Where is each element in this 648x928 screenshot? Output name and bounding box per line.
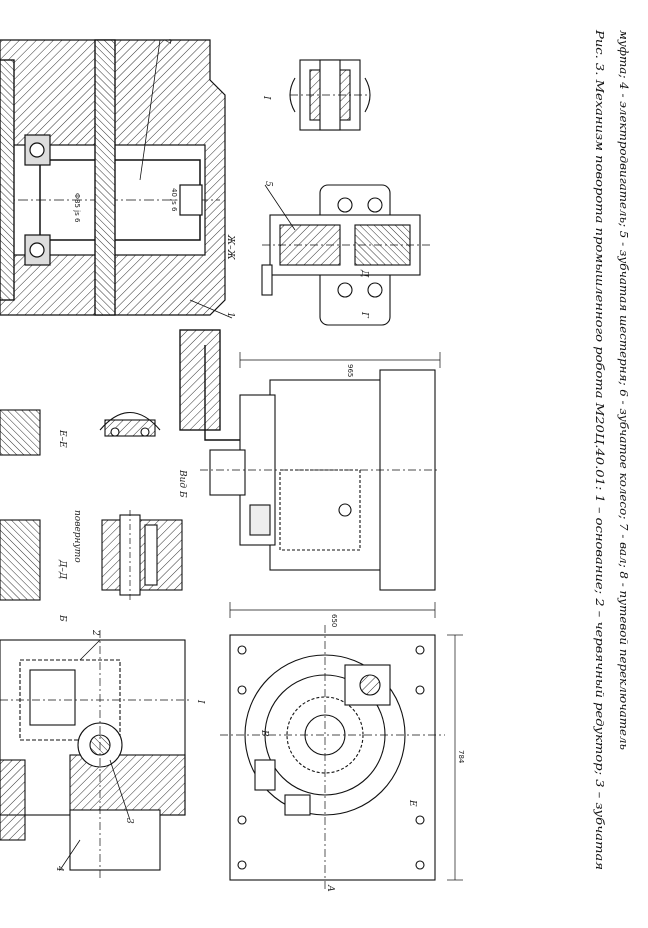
label-part1: 1 — [225, 312, 235, 318]
label-part5: 5 — [263, 181, 273, 187]
label-section-dd: Д–Д — [57, 559, 67, 580]
caption-line-2: муфта; 4 - электродвигатель; 5 - зубчата… — [617, 30, 630, 750]
label-section-ee: Е–Е — [57, 429, 67, 448]
motor-reducer-view — [0, 630, 190, 880]
dim-650: 650 — [330, 614, 338, 627]
label-a-mark: А — [325, 884, 335, 892]
label-node-I-top: I — [261, 95, 271, 100]
view-b — [200, 352, 441, 591]
dim-965: 965 — [346, 364, 354, 377]
label-arrow-b: Б — [57, 614, 67, 622]
label-view-b: Вид Б — [177, 469, 187, 498]
label-part3: 3 — [124, 818, 134, 824]
caption-line-1: Рис. 3. Механизм поворота промышленного … — [593, 29, 606, 870]
labels: 7 1 2 3 4 5 I I Вид Б Б Е–Е Д–Д повернут… — [54, 38, 465, 892]
leader-lines — [59, 39, 296, 871]
label-rotated: повернуто — [72, 510, 82, 563]
section-dd — [0, 409, 183, 601]
label-node-I: I — [195, 699, 205, 704]
detail-node-I — [289, 59, 371, 131]
label-e-mark: Е — [407, 799, 417, 807]
label-part7: 7 — [161, 38, 171, 44]
label-d-mark: Д — [359, 269, 369, 278]
label-shaft-dia: Ф85 js 6 — [73, 193, 81, 223]
main-section-view — [0, 39, 240, 441]
section-ee — [99, 411, 161, 437]
dim-784: 784 — [457, 750, 465, 764]
label-section-zhzh: Ж–Ж — [225, 234, 235, 261]
label-part4: 4 — [54, 865, 64, 872]
label-part2: 2 — [90, 629, 100, 636]
figure-caption: Рис. 3. Механизм поворота промышленного … — [593, 29, 630, 870]
label-v-mark: В — [259, 729, 269, 737]
label-g-mark: Г — [359, 311, 369, 319]
plan-view — [220, 602, 463, 890]
label-shaft-dia2: 40 js 6 — [170, 188, 178, 212]
section-zh-zh — [261, 184, 430, 326]
